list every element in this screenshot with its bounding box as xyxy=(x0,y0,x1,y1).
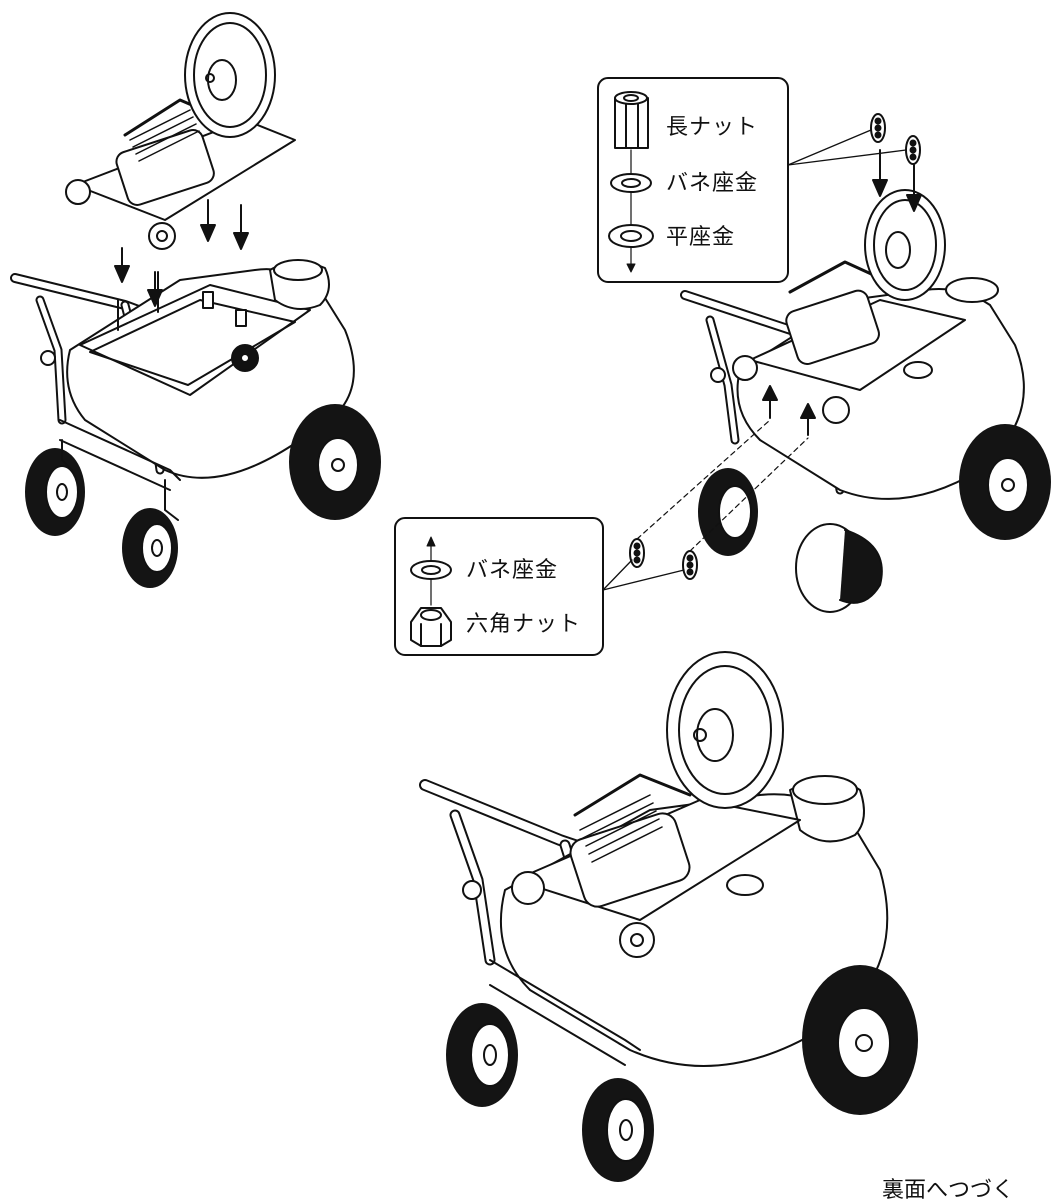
step2-cart xyxy=(629,113,1051,613)
callout-bottom-box xyxy=(394,517,685,656)
motor-fins xyxy=(129,109,200,162)
step3-cart xyxy=(419,651,918,1182)
callout-top-box xyxy=(597,77,907,283)
continue-overleaf-text: 裏面へつづく xyxy=(882,1178,1015,1203)
label-spring-washer-bottom: バネ座金 xyxy=(466,558,559,583)
label-hex-nut: 六角ナット xyxy=(466,612,582,637)
step1-cart xyxy=(10,12,381,588)
label-spring-washer-top: バネ座金 xyxy=(666,171,759,196)
label-long-nut: 長ナット xyxy=(666,115,759,140)
motor-fins-3 xyxy=(579,794,663,863)
label-flat-washer: 平座金 xyxy=(666,225,736,250)
